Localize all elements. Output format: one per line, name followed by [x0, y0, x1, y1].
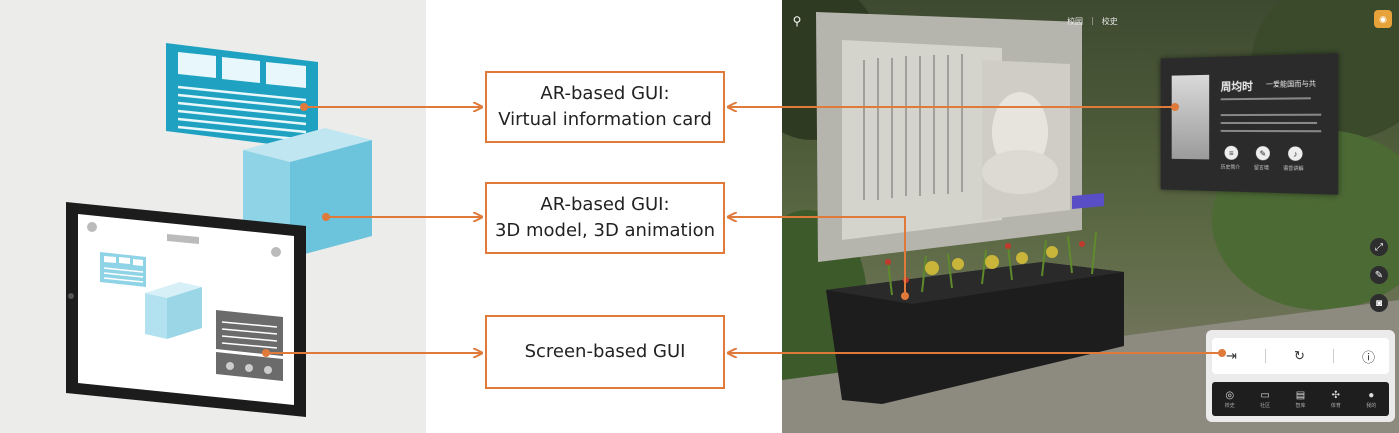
- bottom-nav-history[interactable]: ◎校史: [1225, 390, 1235, 409]
- intro-button[interactable]: ≡: [1224, 145, 1239, 160]
- exit-icon[interactable]: ⇥: [1226, 348, 1237, 363]
- message-button[interactable]: ✎: [1255, 146, 1270, 161]
- location-icon[interactable]: ⚲: [792, 14, 802, 28]
- bottom-nav-profile[interactable]: ●我的: [1366, 390, 1376, 409]
- card-subtitle: 一爱能国而与共: [1265, 80, 1317, 89]
- ar-concept-illustration: [66, 43, 372, 417]
- bottom-nav-label: 校史: [1224, 402, 1235, 409]
- book-icon: ▤: [1295, 389, 1306, 401]
- label-line: AR-based GUI:: [540, 194, 670, 215]
- portrait-image: [1171, 74, 1210, 160]
- nav-separator: |: [1091, 16, 1094, 25]
- bottom-nav-label: 智库: [1295, 402, 1306, 409]
- card-text-line: [1220, 113, 1322, 117]
- label-ar-info-card: AR-based GUI: Virtual information card: [485, 71, 725, 143]
- illustration-panel: [0, 0, 426, 433]
- bottom-nav-label: 社区: [1260, 402, 1271, 409]
- intro-label: 历史简介: [1220, 164, 1241, 171]
- virtual-info-card-icon: [166, 43, 318, 150]
- label-line: Screen-based GUI: [524, 341, 686, 362]
- message-label: 留言墙: [1253, 165, 1269, 172]
- network-icon: ✣: [1331, 389, 1341, 401]
- label-line: AR-based GUI:: [540, 83, 670, 104]
- chat-icon: ▭: [1260, 389, 1270, 401]
- audio-button[interactable]: ♪: [1288, 146, 1303, 161]
- panel-toolbar: ⇥ ↻ ⓘ: [1212, 338, 1389, 374]
- tablet-icon: [66, 202, 306, 417]
- camera-icon[interactable]: ◙: [1370, 294, 1388, 312]
- user-icon: ●: [1368, 389, 1375, 401]
- pen-icon[interactable]: ✎: [1370, 266, 1388, 284]
- card-name: 周均时: [1220, 79, 1253, 94]
- label-screen-gui: Screen-based GUI: [485, 315, 725, 389]
- bottom-nav-sports[interactable]: ✣体育: [1331, 390, 1341, 409]
- label-line: Virtual information card: [498, 109, 712, 130]
- nav-item-history[interactable]: 校史: [1101, 17, 1118, 26]
- card-text-line: [1220, 97, 1311, 101]
- card-text-line: [1220, 121, 1318, 124]
- expand-icon[interactable]: ⤢: [1370, 238, 1388, 256]
- mascot-icon[interactable]: ◉: [1374, 10, 1392, 28]
- virtual-info-card[interactable]: 周均时 一爱能国而与共 ≡ ✎ ♪ 历史简介 留言墙 语音讲解: [1160, 53, 1339, 195]
- history-icon: ◎: [1225, 389, 1235, 401]
- bottom-nav-label: 我的: [1366, 402, 1377, 409]
- audio-label: 语音讲解: [1283, 165, 1304, 173]
- info-icon[interactable]: ⓘ: [1361, 349, 1375, 365]
- bottom-nav-community[interactable]: ▭社区: [1260, 390, 1270, 409]
- card-text-line: [1220, 129, 1322, 133]
- ar-app-screenshot: ⚲ ◉ 校园 | 校史 周均时 一爱能国而与共 ≡ ✎ ♪ 历史简介 留言墙 语…: [782, 0, 1399, 433]
- screen-gui-panel: ⇥ ↻ ⓘ ◎校史 ▭社区 ▤智库 ✣体育 ●我的: [1206, 330, 1395, 422]
- toolbar-divider: [1332, 349, 1334, 363]
- nav-item-campus[interactable]: 校园: [1067, 17, 1083, 26]
- bottom-nav: ◎校史 ▭社区 ▤智库 ✣体育 ●我的: [1212, 382, 1389, 416]
- label-line: 3D model, 3D animation: [494, 220, 716, 241]
- top-nav: 校园 | 校史: [1067, 16, 1118, 27]
- label-ar-3d-model: AR-based GUI: 3D model, 3D animation: [485, 182, 725, 254]
- bottom-nav-label: 体育: [1330, 402, 1341, 409]
- refresh-icon[interactable]: ↻: [1293, 348, 1305, 363]
- bottom-nav-library[interactable]: ▤智库: [1295, 390, 1305, 409]
- toolbar-divider: [1264, 349, 1266, 363]
